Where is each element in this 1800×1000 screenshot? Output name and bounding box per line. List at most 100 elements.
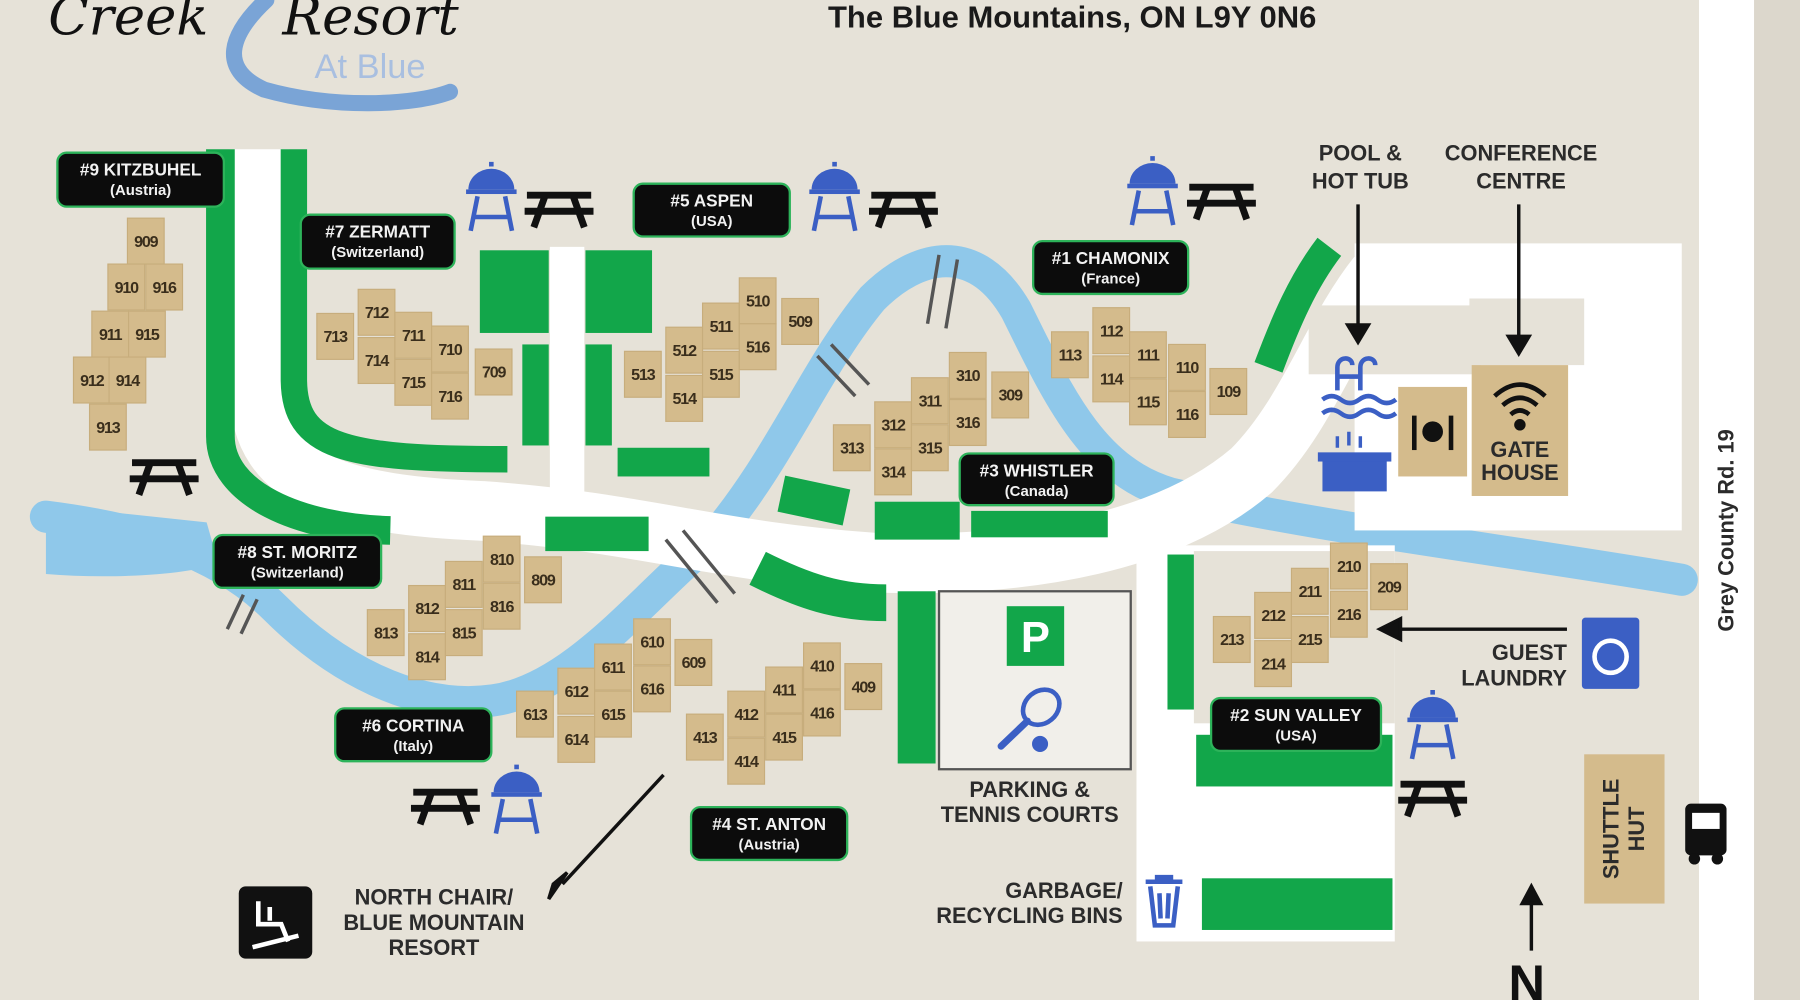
- unit-314[interactable]: 314: [874, 448, 913, 496]
- unit-612[interactable]: 612: [557, 667, 596, 715]
- unit-212[interactable]: 212: [1254, 591, 1293, 639]
- unit-912[interactable]: 912: [72, 356, 111, 404]
- unit-block: [594, 643, 632, 691]
- unit-114[interactable]: 114: [1092, 355, 1131, 403]
- unit-609[interactable]: 609: [674, 638, 713, 686]
- unit-109[interactable]: 109: [1209, 367, 1248, 416]
- unit-814[interactable]: 814: [408, 633, 446, 681]
- trash-icon: [1145, 874, 1183, 928]
- unit-115[interactable]: 115: [1129, 378, 1167, 426]
- unit-715[interactable]: 715: [394, 358, 433, 406]
- unit-414[interactable]: 414: [727, 737, 766, 785]
- unit-216[interactable]: 216: [1329, 590, 1368, 638]
- unit-511[interactable]: 511: [701, 302, 740, 350]
- unit-number: 515: [709, 366, 734, 384]
- unit-113[interactable]: 113: [1050, 331, 1089, 379]
- unit-310[interactable]: 310: [948, 351, 987, 399]
- gate-area-notch: [1308, 305, 1481, 375]
- unit-516[interactable]: 516: [738, 323, 777, 371]
- unit-number: 910: [115, 279, 140, 297]
- unit-913[interactable]: 913: [88, 403, 127, 451]
- unit-813[interactable]: 813: [366, 609, 405, 657]
- unit-209[interactable]: 209: [1370, 563, 1408, 611]
- shuttle-hut-building[interactable]: [1584, 754, 1665, 904]
- building-label[interactable]: #1 CHAMONIX(France): [1032, 239, 1190, 296]
- unit-615[interactable]: 615: [594, 690, 632, 738]
- laundry-icon[interactable]: [1581, 617, 1640, 689]
- unit-712[interactable]: 712: [357, 288, 396, 336]
- logo-text-creek: Creek: [48, 0, 208, 47]
- address: The Blue Mountains, ON L9Y 0N6: [828, 0, 1316, 35]
- unit-116[interactable]: 116: [1168, 390, 1206, 439]
- pointer-arrows: [547, 204, 1567, 951]
- unit-413[interactable]: 413: [685, 713, 724, 761]
- unit-215[interactable]: 215: [1290, 615, 1329, 664]
- building-label[interactable]: #7 ZERMATT(Switzerland): [299, 213, 456, 270]
- unit-513[interactable]: 513: [623, 350, 662, 398]
- unit-112[interactable]: 112: [1092, 307, 1131, 355]
- unit-915[interactable]: 915: [127, 310, 166, 358]
- unit-714[interactable]: 714: [357, 336, 396, 385]
- building-label[interactable]: #9 KITZBUHEL(Austria): [56, 151, 225, 208]
- unit-711[interactable]: 711: [394, 311, 433, 359]
- unit-415[interactable]: 415: [765, 713, 803, 761]
- unit-412[interactable]: 412: [727, 690, 766, 738]
- unit-809[interactable]: 809: [524, 556, 562, 604]
- unit-710[interactable]: 710: [431, 325, 469, 373]
- building-label[interactable]: #4 ST. ANTON(Austria): [689, 805, 849, 862]
- unit-512[interactable]: 512: [665, 326, 704, 374]
- unit-812[interactable]: 812: [408, 584, 446, 633]
- unit-210[interactable]: 210: [1329, 542, 1368, 590]
- unit-110[interactable]: 110: [1168, 343, 1206, 391]
- unit-309[interactable]: 309: [991, 371, 1030, 419]
- building-name: #5 ASPEN: [670, 191, 753, 211]
- unit-313[interactable]: 313: [832, 424, 871, 472]
- unit-316[interactable]: 316: [948, 398, 987, 447]
- unit-311[interactable]: 311: [910, 377, 949, 425]
- picnic-table-icon: [1398, 780, 1468, 818]
- unit-616[interactable]: 616: [633, 665, 671, 713]
- unit-914[interactable]: 914: [108, 356, 147, 404]
- unit-514[interactable]: 514: [665, 374, 704, 422]
- unit-111[interactable]: 111: [1129, 331, 1167, 379]
- unit-909[interactable]: 909: [126, 217, 165, 265]
- building-label[interactable]: #2 SUN VALLEY(USA): [1209, 696, 1383, 753]
- unit-509[interactable]: 509: [781, 297, 820, 346]
- chairlift-icon[interactable]: [238, 886, 313, 959]
- unit-816[interactable]: 816: [482, 582, 521, 630]
- unit-716[interactable]: 716: [431, 372, 469, 420]
- unit-911[interactable]: 911: [91, 310, 130, 358]
- unit-611[interactable]: 611: [594, 643, 632, 691]
- unit-910[interactable]: 910: [107, 263, 146, 311]
- unit-916[interactable]: 916: [145, 263, 184, 311]
- building-label[interactable]: #6 CORTINA(Italy): [334, 707, 493, 763]
- unit-416[interactable]: 416: [802, 689, 841, 737]
- unit-315[interactable]: 315: [910, 424, 949, 472]
- unit-block: [832, 424, 871, 472]
- unit-409[interactable]: 409: [844, 663, 883, 711]
- unit-312[interactable]: 312: [874, 401, 913, 449]
- unit-410[interactable]: 410: [802, 642, 841, 690]
- building-label-box: [299, 213, 456, 270]
- building-label[interactable]: #8 ST. MORITZ(Switzerland): [212, 533, 383, 589]
- green-lanes: [206, 149, 1393, 930]
- unit-411[interactable]: 411: [765, 666, 803, 714]
- unit-block: [482, 535, 521, 583]
- unit-614[interactable]: 614: [557, 715, 596, 763]
- unit-811[interactable]: 811: [444, 560, 483, 608]
- unit-810[interactable]: 810: [482, 535, 521, 583]
- unit-510[interactable]: 510: [738, 277, 777, 325]
- unit-number: 615: [601, 706, 626, 724]
- unit-613[interactable]: 613: [516, 690, 554, 738]
- unit-815[interactable]: 815: [444, 609, 483, 657]
- unit-713[interactable]: 713: [316, 312, 355, 360]
- unit-214[interactable]: 214: [1254, 640, 1293, 688]
- unit-610[interactable]: 610: [633, 618, 671, 666]
- unit-211[interactable]: 211: [1290, 567, 1329, 615]
- unit-709[interactable]: 709: [474, 348, 513, 396]
- unit-515[interactable]: 515: [701, 350, 740, 398]
- unit-number: 909: [134, 233, 159, 251]
- unit-213[interactable]: 213: [1212, 615, 1251, 664]
- building-label[interactable]: #5 ASPEN(USA): [632, 182, 791, 238]
- building-label[interactable]: #3 WHISTLER(Canada): [958, 452, 1115, 507]
